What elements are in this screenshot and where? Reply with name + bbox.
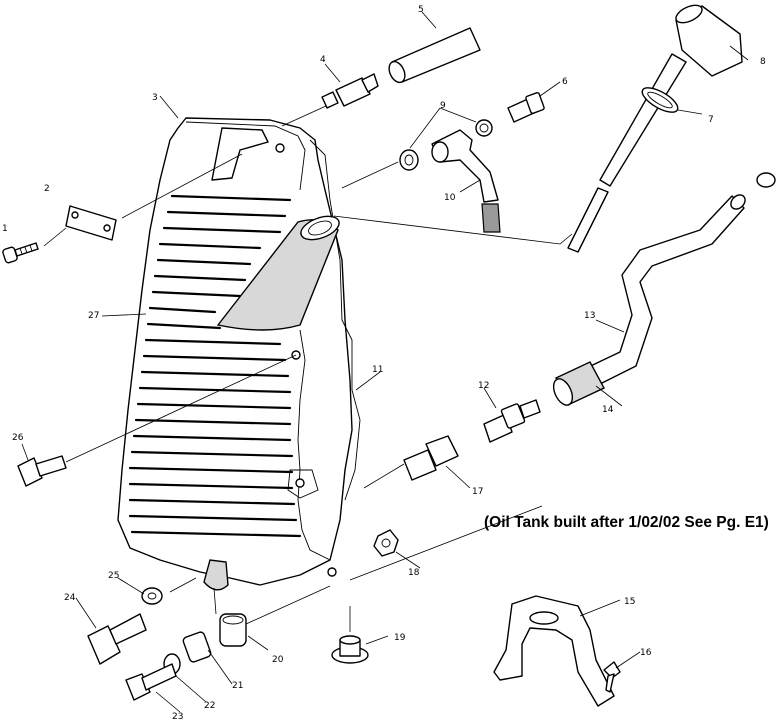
fitting-4 xyxy=(321,73,379,109)
leader-lines xyxy=(21,11,749,713)
callout-11: 11 xyxy=(372,365,383,375)
callout-27: 27 xyxy=(88,311,99,321)
plate-2 xyxy=(65,205,117,241)
o-ring-7 xyxy=(641,87,679,113)
screw-1 xyxy=(2,242,39,264)
callout-8: 8 xyxy=(760,57,766,67)
callout-17: 17 xyxy=(472,487,483,497)
callout-1: 1 xyxy=(2,224,8,234)
callout-24: 24 xyxy=(64,593,76,603)
callout-12: 12 xyxy=(478,381,489,391)
callout-16: 16 xyxy=(640,648,652,658)
callout-23: 23 xyxy=(172,712,183,720)
fitting-12 xyxy=(483,399,541,443)
grommet-19 xyxy=(331,635,369,664)
callout-25: 25 xyxy=(108,571,119,581)
washer-25 xyxy=(141,587,163,605)
callout-20: 20 xyxy=(272,655,284,665)
callout-22: 22 xyxy=(204,701,215,711)
grommet-20 xyxy=(219,613,247,647)
cooling-fins xyxy=(128,194,302,538)
callout-21: 21 xyxy=(232,681,243,691)
spacer-21 xyxy=(182,631,212,663)
oil-tank xyxy=(117,117,361,591)
callout-2: 2 xyxy=(44,184,50,194)
banjo-fitting-10 xyxy=(431,129,501,233)
callout-14: 14 xyxy=(602,405,614,415)
callout-18: 18 xyxy=(408,568,420,578)
callout-26: 26 xyxy=(12,433,24,443)
callout-4: 4 xyxy=(320,55,326,65)
screw-16 xyxy=(603,661,621,693)
nut-18 xyxy=(373,529,399,557)
hose-5 xyxy=(388,27,481,84)
oil-tank-note: (Oil Tank built after 1/02/02 See Pg. E1… xyxy=(484,514,769,531)
callout-13: 13 xyxy=(584,311,595,321)
dipstick-8 xyxy=(567,4,743,253)
bracket-15 xyxy=(493,595,615,707)
bolt-23 xyxy=(125,663,177,701)
o-ring-tube xyxy=(756,172,776,188)
washers-9 xyxy=(399,119,493,171)
fitting-6 xyxy=(507,92,545,123)
callout-10: 10 xyxy=(444,193,456,203)
callout-15: 15 xyxy=(624,597,635,607)
bolt-26 xyxy=(17,455,67,487)
callout-9: 9 xyxy=(440,101,446,111)
callout-5: 5 xyxy=(418,5,424,15)
callout-3: 3 xyxy=(152,93,158,103)
callout-19: 19 xyxy=(394,633,406,643)
plug-17 xyxy=(403,435,459,481)
callout-labels: 1 2 3 4 5 6 7 8 9 10 11 12 13 14 15 16 1… xyxy=(2,5,766,720)
bolt-24 xyxy=(87,613,147,665)
callout-7: 7 xyxy=(708,115,714,125)
callout-6: 6 xyxy=(562,77,568,87)
oil-tube-13 xyxy=(552,194,746,406)
